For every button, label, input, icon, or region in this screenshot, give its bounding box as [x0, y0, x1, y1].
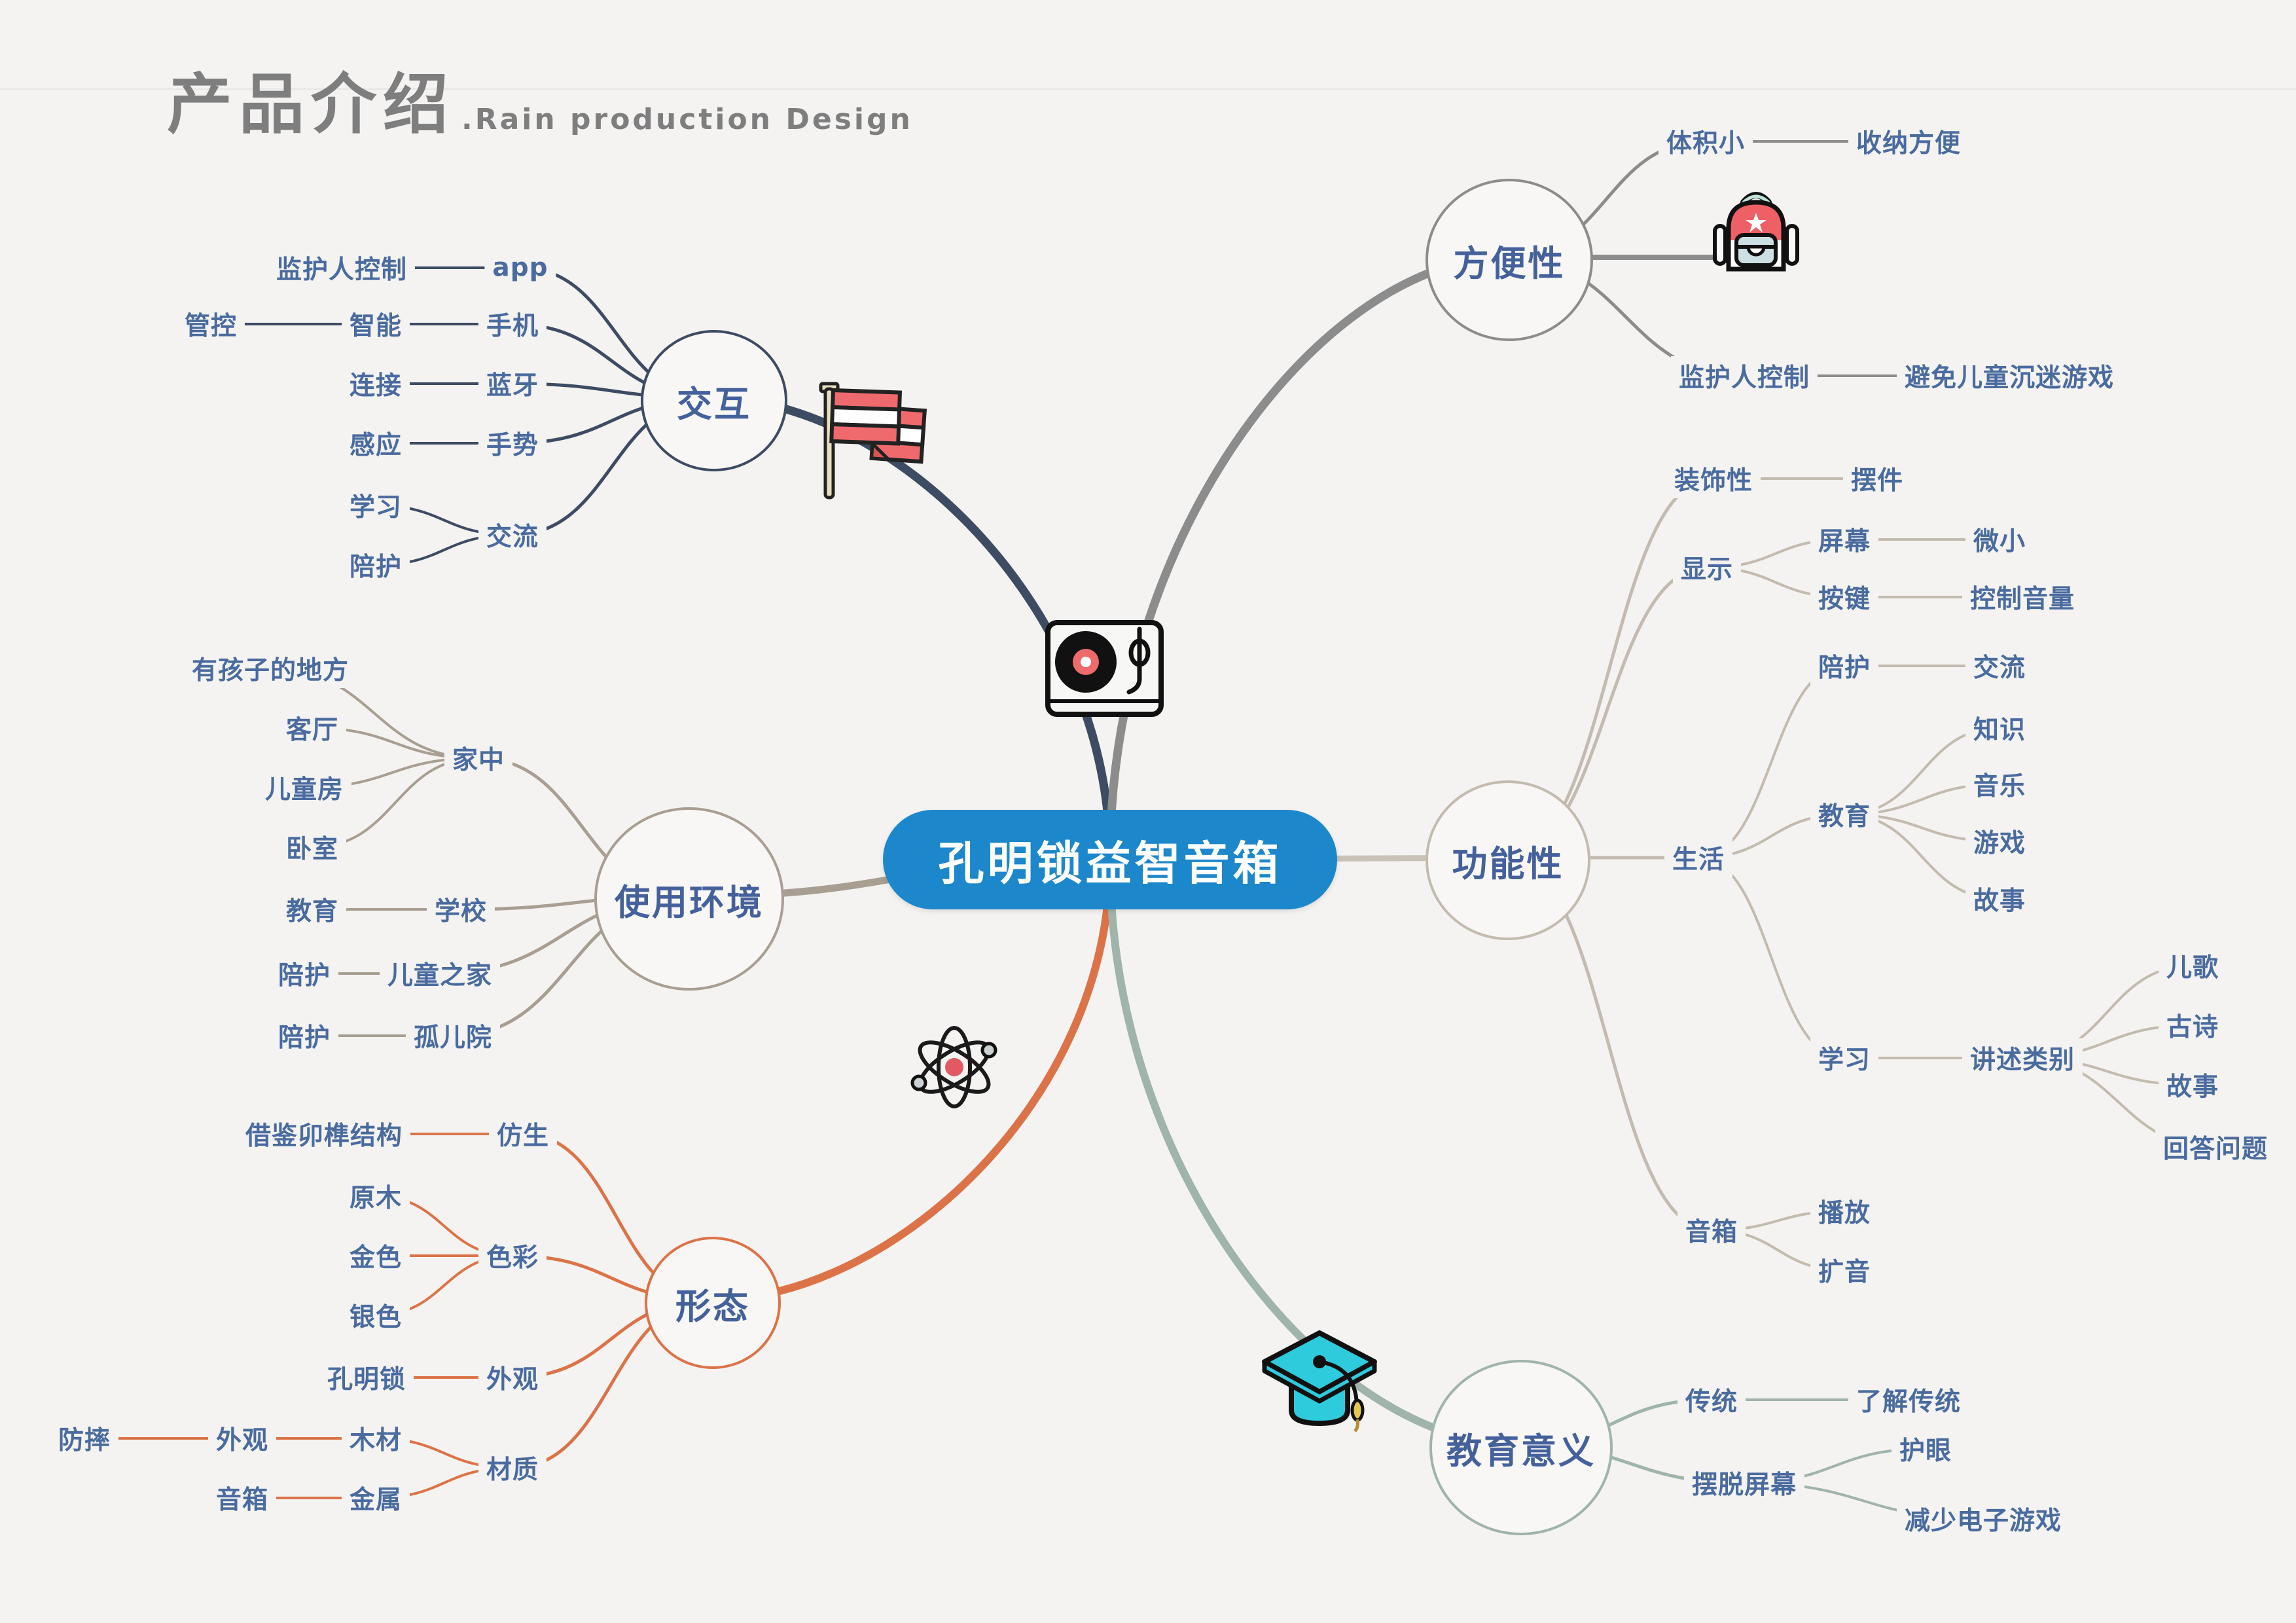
topic-node-t_d1[interactable]: 传统 — [1677, 1380, 1746, 1419]
topic-node-t_e7[interactable]: 学校 — [426, 890, 495, 929]
topic-node-t_m11[interactable]: 木材 — [341, 1419, 410, 1458]
topic-node-t_f11[interactable]: 教育 — [1810, 795, 1879, 834]
topic-node-t_e9[interactable]: 儿童之家 — [379, 954, 501, 993]
topic-node-t_e3[interactable]: 儿童房 — [257, 768, 352, 807]
branch-node-label: 形态 — [675, 1285, 750, 1327]
branch-node-label: 功能性 — [1452, 843, 1564, 884]
topic-node-t_d2[interactable]: 了解传统 — [1848, 1380, 1969, 1419]
topic-node-t_e2[interactable]: 客厅 — [278, 708, 347, 748]
topic-node-t_m10[interactable]: 外观 — [207, 1419, 277, 1458]
edge-center-c_form — [706, 856, 1114, 1304]
topic-node-t_i1[interactable]: 监护人控制 — [268, 248, 416, 287]
topic-node-t_f8[interactable]: 生活 — [1664, 838, 1733, 877]
topic-node-t_i4[interactable]: 智能 — [341, 304, 410, 344]
topic-node-t_f18[interactable]: 儿歌 — [2158, 946, 2227, 985]
branch-node-c_env[interactable]: 使用环境 — [594, 807, 784, 991]
atom-icon — [905, 1021, 1003, 1116]
topic-node-t_f1[interactable]: 装饰性 — [1666, 459, 1761, 498]
topic-node-t_m6[interactable]: 色彩 — [478, 1236, 547, 1275]
topic-node-t_f13[interactable]: 音乐 — [1965, 765, 2034, 804]
topic-node-t_f5[interactable]: 微小 — [1965, 520, 2034, 559]
topic-node-t_f19[interactable]: 古诗 — [2158, 1006, 2227, 1045]
topic-node-t_m4[interactable]: 金色 — [341, 1236, 410, 1275]
topic-node-t_m7[interactable]: 孔明锁 — [319, 1358, 414, 1397]
branch-node-label: 方便性 — [1453, 242, 1566, 284]
topic-node-t_f6[interactable]: 按键 — [1810, 577, 1879, 617]
topic-node-t_f14[interactable]: 游戏 — [1965, 822, 2034, 861]
edge-center-c_interact — [707, 393, 1115, 864]
branch-node-label: 教育意义 — [1446, 1430, 1596, 1472]
topic-node-t_m2[interactable]: 仿生 — [488, 1114, 558, 1154]
topic-node-t_f10[interactable]: 交流 — [1965, 646, 2034, 685]
page-title: 产品介绍 .Rain production Design — [167, 72, 913, 137]
branch-node-c_form[interactable]: 形态 — [645, 1237, 781, 1369]
topic-node-t_f21[interactable]: 回答问题 — [2155, 1127, 2276, 1167]
topic-node-t_e6[interactable]: 教育 — [278, 890, 347, 929]
edge-center-c_conven — [1105, 253, 1511, 864]
topic-node-t_e10[interactable]: 陪护 — [270, 1016, 339, 1055]
branch-node-c_func[interactable]: 功能性 — [1426, 780, 1590, 940]
topic-node-t_f17[interactable]: 讲述类别 — [1962, 1038, 2083, 1078]
topic-node-t_i5[interactable]: 手机 — [478, 304, 547, 344]
topic-node-t_i12[interactable]: 交流 — [478, 515, 547, 555]
topic-node-t_i10[interactable]: 学习 — [341, 486, 410, 525]
topic-node-t_m8[interactable]: 外观 — [478, 1358, 547, 1397]
branch-node-c_conven[interactable]: 方便性 — [1426, 179, 1593, 341]
topic-node-t_c3[interactable]: 监护人控制 — [1670, 356, 1818, 395]
topic-node-t_e4[interactable]: 卧室 — [278, 828, 347, 867]
topic-node-t_i8[interactable]: 感应 — [341, 424, 410, 463]
central-topic[interactable]: 孔明锁益智音箱 — [883, 810, 1337, 909]
topic-node-t_f7[interactable]: 控制音量 — [1962, 577, 2083, 617]
topic-node-t_f9[interactable]: 陪护 — [1810, 646, 1879, 685]
topic-node-t_c2[interactable]: 收纳方便 — [1848, 122, 1969, 161]
topic-node-t_f20[interactable]: 故事 — [2158, 1065, 2227, 1104]
topic-node-t_e5[interactable]: 家中 — [444, 739, 513, 778]
topic-node-t_m5[interactable]: 银色 — [341, 1296, 410, 1335]
topic-node-t_f23[interactable]: 播放 — [1810, 1192, 1879, 1231]
edge-t_f8-t_f16 — [1697, 856, 1846, 1059]
topic-node-t_d5[interactable]: 减少电子游戏 — [1896, 1499, 2070, 1539]
topic-node-t_m3[interactable]: 原木 — [341, 1176, 410, 1216]
topic-node-t_d4[interactable]: 护眼 — [1891, 1429, 1960, 1468]
topic-node-t_i7[interactable]: 蓝牙 — [478, 364, 547, 403]
topic-node-t_e11[interactable]: 孤儿院 — [405, 1016, 501, 1055]
topic-node-t_f4[interactable]: 屏幕 — [1810, 520, 1879, 559]
topic-node-t_i3[interactable]: 管控 — [176, 304, 245, 344]
topic-node-t_i6[interactable]: 连接 — [341, 364, 410, 403]
topic-node-t_i9[interactable]: 手势 — [478, 424, 547, 463]
topic-node-t_e8[interactable]: 陪护 — [270, 954, 339, 993]
topic-node-t_m12[interactable]: 音箱 — [207, 1478, 277, 1518]
topic-node-t_f12[interactable]: 知识 — [1965, 708, 2034, 748]
topic-node-t_e1[interactable]: 有孩子的地方 — [183, 649, 357, 688]
page-divider — [0, 88, 2296, 90]
page-title-en: .Rain production Design — [461, 103, 913, 136]
backpack-icon — [1710, 185, 1803, 281]
branch-node-label: 使用环境 — [615, 881, 764, 923]
topic-node-t_d3[interactable]: 摆脱屏幕 — [1683, 1463, 1805, 1503]
topic-node-t_c4[interactable]: 避免儿童沉迷游戏 — [1896, 356, 2123, 395]
turntable-icon — [1044, 619, 1166, 727]
topic-node-t_m13[interactable]: 金属 — [341, 1478, 410, 1518]
topic-node-t_f3[interactable]: 显示 — [1672, 548, 1742, 587]
branch-node-c_interact[interactable]: 交互 — [641, 330, 787, 471]
topic-node-t_i11[interactable]: 陪护 — [341, 545, 410, 585]
topic-node-t_f22[interactable]: 音箱 — [1677, 1211, 1746, 1250]
topic-node-t_f15[interactable]: 故事 — [1965, 879, 2034, 919]
topic-node-t_f2[interactable]: 摆件 — [1842, 459, 1912, 498]
topic-node-t_m1[interactable]: 借鉴卯榫结构 — [237, 1114, 411, 1154]
topic-node-t_m9[interactable]: 防摔 — [50, 1419, 119, 1458]
topic-node-t_m14[interactable]: 材质 — [478, 1448, 547, 1487]
central-topic-label: 孔明锁益智音箱 — [938, 836, 1282, 890]
page-title-cn: 产品介绍 — [167, 66, 455, 143]
branch-node-c_edu[interactable]: 教育意义 — [1429, 1360, 1613, 1535]
topic-node-t_c1[interactable]: 体积小 — [1658, 122, 1753, 161]
topic-node-t_f16[interactable]: 学习 — [1810, 1038, 1879, 1078]
flag-icon — [815, 374, 927, 505]
graduation-cap-icon — [1255, 1324, 1384, 1451]
topic-node-t_f24[interactable]: 扩音 — [1810, 1250, 1879, 1290]
branch-node-label: 交互 — [677, 383, 751, 425]
topic-node-t_i2[interactable]: app — [484, 251, 556, 284]
